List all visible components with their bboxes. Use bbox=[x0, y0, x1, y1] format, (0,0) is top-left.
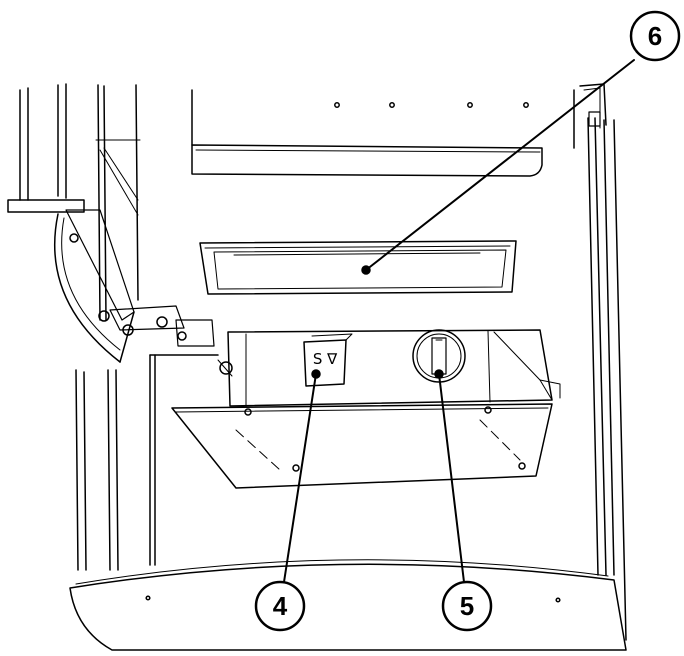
base-plinth bbox=[69, 559, 627, 651]
ash-tray bbox=[199, 240, 517, 295]
leader-line-4 bbox=[283, 373, 317, 583]
left-side-frame bbox=[19, 83, 219, 571]
callout-circle-4 bbox=[254, 580, 306, 632]
leader-line-5 bbox=[438, 373, 465, 583]
callout-label-4: 4 bbox=[273, 591, 288, 621]
opened-door bbox=[7, 199, 215, 363]
top-panel bbox=[191, 89, 575, 177]
switch-panel bbox=[303, 333, 353, 387]
right-side-frame bbox=[579, 83, 627, 641]
bottom-plate bbox=[171, 403, 553, 489]
leader-dot-4 bbox=[311, 369, 321, 379]
switch-panel-marking: S ∇ bbox=[313, 350, 338, 368]
callout-label-5: 5 bbox=[460, 591, 474, 621]
control-box bbox=[217, 329, 561, 407]
callout-circle-5 bbox=[441, 580, 493, 632]
leader-dot-5 bbox=[434, 369, 444, 379]
leader-dot-6 bbox=[361, 265, 371, 275]
leader-line-6 bbox=[365, 59, 635, 271]
callout-circle-6 bbox=[629, 10, 681, 62]
callout-label-6: 6 bbox=[648, 21, 662, 51]
